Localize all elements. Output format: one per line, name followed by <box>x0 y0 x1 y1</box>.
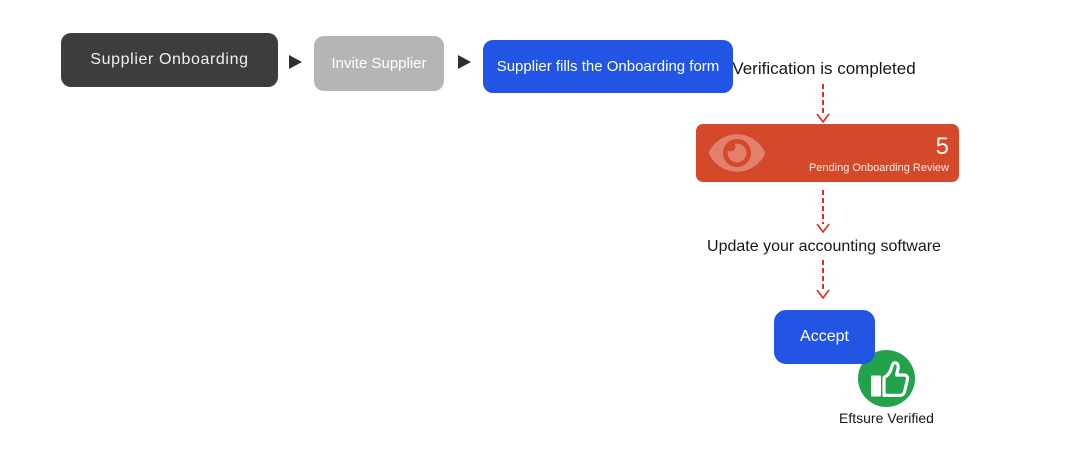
dashed-down-arrow-icon <box>816 190 830 233</box>
dashed-down-arrow-icon <box>816 84 830 123</box>
eye-icon <box>704 128 772 178</box>
eftsure-verified-text: Eftsure Verified <box>839 410 934 426</box>
pending-count: 5 <box>935 132 949 160</box>
pending-onboarding-review-card[interactable]: 5 Pending Onboarding Review <box>696 124 959 182</box>
pending-card-label: Pending Onboarding Review <box>808 162 949 175</box>
step-supplier-fills-form[interactable]: Supplier fills the Onboarding form <box>483 40 733 93</box>
accept-button-label: Accept <box>800 328 849 345</box>
step-invite-supplier-label: Invite Supplier <box>331 55 427 72</box>
step-invite-supplier[interactable]: Invite Supplier <box>314 36 444 91</box>
right-triangle-arrow-icon <box>289 55 302 69</box>
step-supplier-onboarding[interactable]: Supplier Onboarding <box>61 33 278 87</box>
step-supplier-onboarding-label: Supplier Onboarding <box>90 51 249 68</box>
thumbs-up-icon <box>858 350 915 407</box>
verification-completed-text: Verification is completed <box>732 59 916 78</box>
accept-button[interactable]: Accept <box>774 310 875 364</box>
right-triangle-arrow-icon <box>458 55 471 69</box>
step-supplier-fills-form-label: Supplier fills the Onboarding form <box>496 58 720 75</box>
update-accounting-software-text: Update your accounting software <box>707 238 941 255</box>
dashed-down-arrow-icon <box>816 260 830 299</box>
